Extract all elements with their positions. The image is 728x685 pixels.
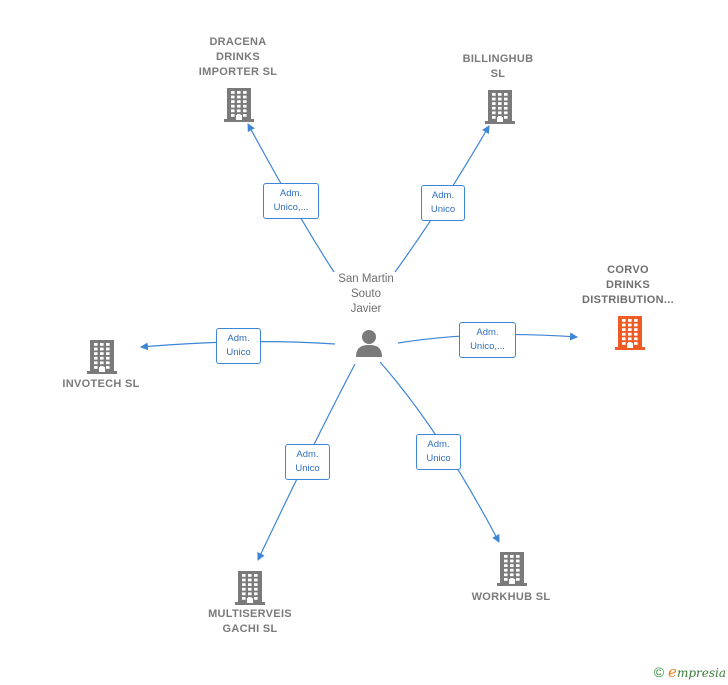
node-invotech-label[interactable]: INVOTECH SL (48, 377, 154, 392)
node-label-line: IMPORTER SL (198, 66, 278, 78)
edge-label-invotech[interactable]: Adm. Unico (216, 328, 261, 364)
node-label-line: MULTISERVEIS (208, 608, 292, 620)
building-icon[interactable] (497, 550, 527, 591)
edge-label-line: Unico (430, 204, 456, 215)
node-dracena-label[interactable]: DRACENA DRINKS IMPORTER SL (188, 35, 288, 80)
node-label-line: SL (490, 68, 506, 80)
node-multiserveis-label[interactable]: MULTISERVEIS GACHI SL (198, 607, 302, 637)
edge-label-line: Adm. (476, 327, 499, 338)
edge-label-workhub[interactable]: Adm. Unico (416, 434, 461, 470)
node-label-line: BILLINGHUB (462, 53, 534, 65)
empresia-logo: empresia (668, 663, 726, 681)
node-label-line: GACHI SL (222, 623, 278, 635)
building-icon[interactable] (235, 569, 265, 610)
building-icon[interactable] (615, 314, 645, 355)
footer-branding: © empresia (654, 663, 726, 681)
node-label-line: INVOTECH SL (62, 378, 140, 390)
node-corvo-label[interactable]: CORVO DRINKS DISTRIBUTION... (568, 263, 688, 308)
logo-text: mpresia (676, 666, 726, 680)
node-label-line: DISTRIBUTION... (582, 294, 674, 306)
node-label-line: DRINKS (216, 51, 260, 63)
node-label-line: DRACENA (209, 36, 267, 48)
edge-label-line: Adm. (296, 449, 319, 460)
edge-label-line: Unico (295, 463, 320, 474)
edge-label-multiserveis[interactable]: Adm. Unico (285, 444, 330, 480)
edge-label-billinghub[interactable]: Adm. Unico (421, 185, 465, 221)
edge-label-line: Adm. (227, 333, 250, 344)
node-billinghub-label[interactable]: BILLINGHUB SL (448, 52, 548, 82)
edge-label-corvo[interactable]: Adm. Unico,... (459, 322, 516, 358)
edge-label-line: Unico (426, 453, 451, 464)
person-name-line: Javier (350, 303, 382, 315)
center-person-name[interactable]: San Martin Souto Javier (326, 272, 406, 317)
logo-initial: e (668, 663, 677, 681)
edge-label-dracena[interactable]: Adm. Unico,... (263, 183, 319, 219)
edge-label-line: Adm. (427, 439, 450, 450)
building-icon[interactable] (87, 338, 117, 379)
person-icon[interactable] (354, 328, 384, 358)
node-label-line: CORVO (607, 264, 649, 276)
building-icon[interactable] (224, 86, 254, 127)
node-label-line: WORKHUB SL (471, 591, 551, 603)
edge-label-line: Unico,... (273, 202, 309, 213)
node-workhub-label[interactable]: WORKHUB SL (460, 590, 562, 605)
edge-label-line: Unico,... (470, 341, 505, 352)
edge-label-line: Adm. (431, 190, 455, 201)
edge-label-line: Unico (226, 347, 251, 358)
person-name-line: San Martin (338, 273, 394, 285)
building-icon[interactable] (485, 88, 515, 129)
person-name-line: Souto (350, 288, 382, 300)
copyright-symbol: © (653, 664, 665, 680)
edge-label-line: Adm. (279, 188, 303, 199)
node-label-line: DRINKS (606, 279, 650, 291)
